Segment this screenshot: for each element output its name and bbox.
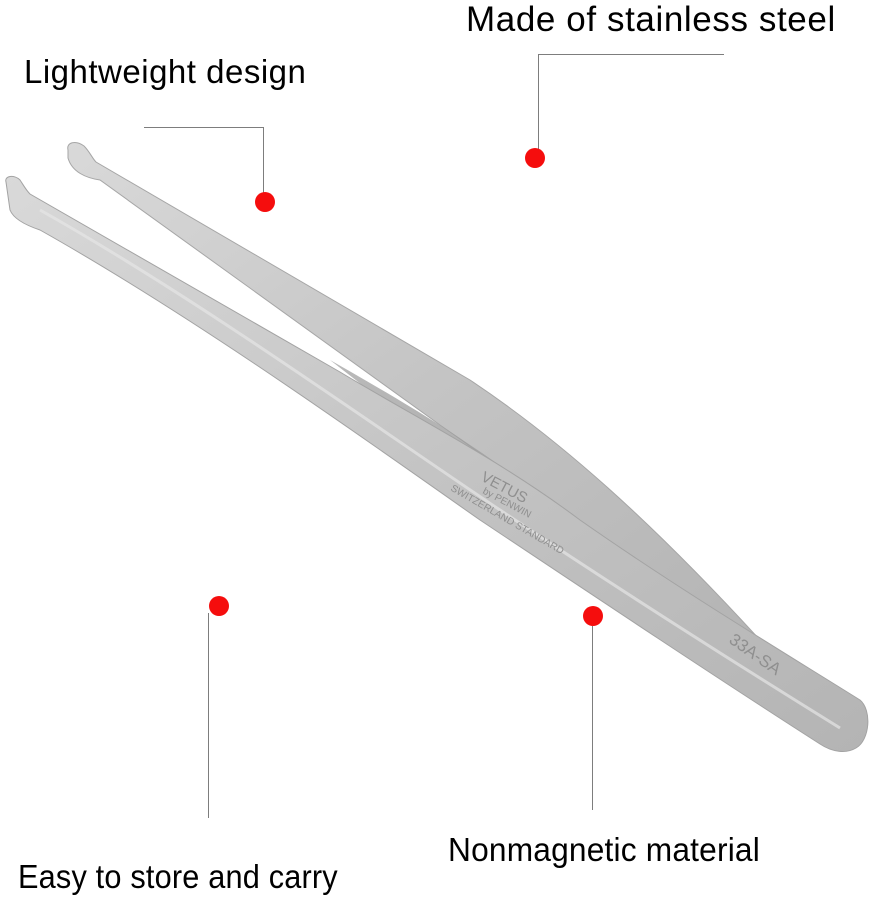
callout-dot-easy-carry: [209, 596, 229, 616]
callout-label-nonmagnetic: Nonmagnetic material: [448, 831, 760, 868]
callout-dot-stainless: [525, 148, 545, 168]
leader-line-lightweight-v: [263, 127, 264, 193]
leader-line-lightweight-h: [144, 127, 264, 128]
callout-label-stainless: Made of stainless steel: [466, 0, 836, 39]
callout-label-easy-carry: Easy to store and carry: [18, 858, 338, 895]
callout-dot-lightweight: [255, 192, 275, 212]
tweezers-upper-arm: [67, 142, 761, 651]
leader-line-easy-carry-v: [208, 613, 209, 818]
callout-label-lightweight: Lightweight design: [24, 53, 307, 90]
leader-line-stainless-v: [538, 54, 539, 149]
leader-line-stainless-h: [538, 54, 724, 55]
leader-line-nonmagnetic-v: [592, 626, 593, 810]
callout-dot-nonmagnetic: [583, 606, 603, 626]
